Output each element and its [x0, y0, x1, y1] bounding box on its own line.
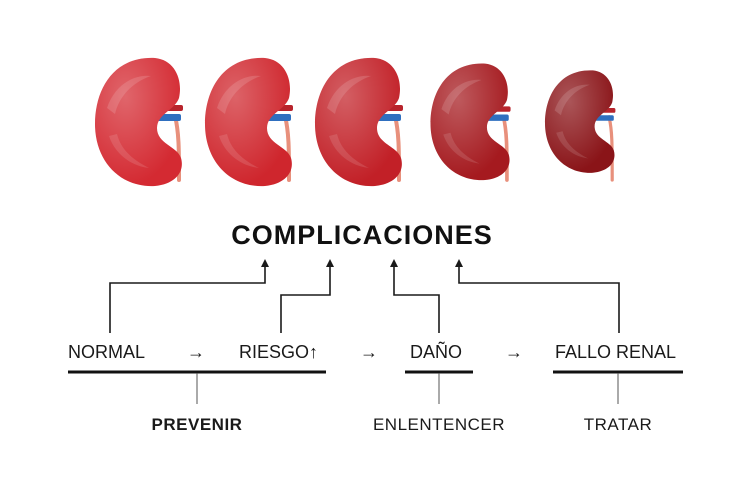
action-prevenir-label: PREVENIR	[152, 415, 243, 434]
kidney-lobe-highlight	[554, 84, 590, 116]
connector-fallo	[458, 265, 620, 333]
stage-dano-label: DAÑO	[410, 341, 462, 362]
kidney-lobe-highlight	[441, 79, 482, 115]
kidney-lobe-highlight	[443, 132, 480, 164]
connector-dano	[393, 265, 440, 333]
arrow-right-icon: →	[505, 342, 523, 362]
kidney-progression-row	[95, 57, 616, 187]
arrow-right-icon: →	[187, 342, 205, 362]
arrowhead-up-icon	[261, 259, 269, 267]
kidney-1	[95, 57, 183, 187]
action-tratar-label: TRATAR	[584, 415, 652, 434]
kidney-lobe-highlight	[219, 134, 259, 168]
renal-vein	[594, 115, 614, 121]
kidney-highlight	[205, 57, 292, 187]
connectors	[109, 259, 620, 333]
kidney-3	[315, 57, 403, 187]
arrowhead-up-icon	[326, 259, 334, 267]
kidney-5	[545, 70, 616, 182]
action-enlentencer-label: ENLENTENCER	[373, 415, 505, 434]
kidney-lobe-highlight	[109, 134, 149, 168]
stage-fallo-label: FALLO RENAL	[555, 342, 676, 362]
kidney-lobe-highlight	[329, 134, 369, 168]
kidney-highlight	[545, 70, 615, 173]
kidney-lobe-highlight	[327, 75, 371, 114]
connector-riesgo	[280, 265, 331, 333]
connector-normal	[109, 265, 266, 333]
kidney-2	[205, 57, 293, 187]
renal-vein	[377, 114, 401, 121]
renal-vein	[267, 114, 291, 121]
diagram-title: COMPLICACIONES	[231, 220, 493, 250]
kidney-highlight	[95, 57, 182, 187]
kidney-4	[430, 63, 511, 182]
arrow-right-icon: →	[360, 342, 378, 362]
kidney-highlight	[315, 57, 402, 187]
kidney-lobe-highlight	[217, 75, 261, 114]
stage-riesgo-label: RIESGO↑	[239, 342, 318, 362]
kidney-highlight	[430, 63, 510, 181]
arrowhead-up-icon	[390, 259, 398, 267]
kidney-lobe-highlight	[556, 131, 589, 159]
arrowhead-up-icon	[455, 259, 463, 267]
kidney-lobe-highlight	[107, 75, 151, 114]
renal-vein	[486, 114, 509, 121]
stage-normal-label: NORMAL	[68, 342, 145, 362]
renal-vein	[157, 114, 181, 121]
